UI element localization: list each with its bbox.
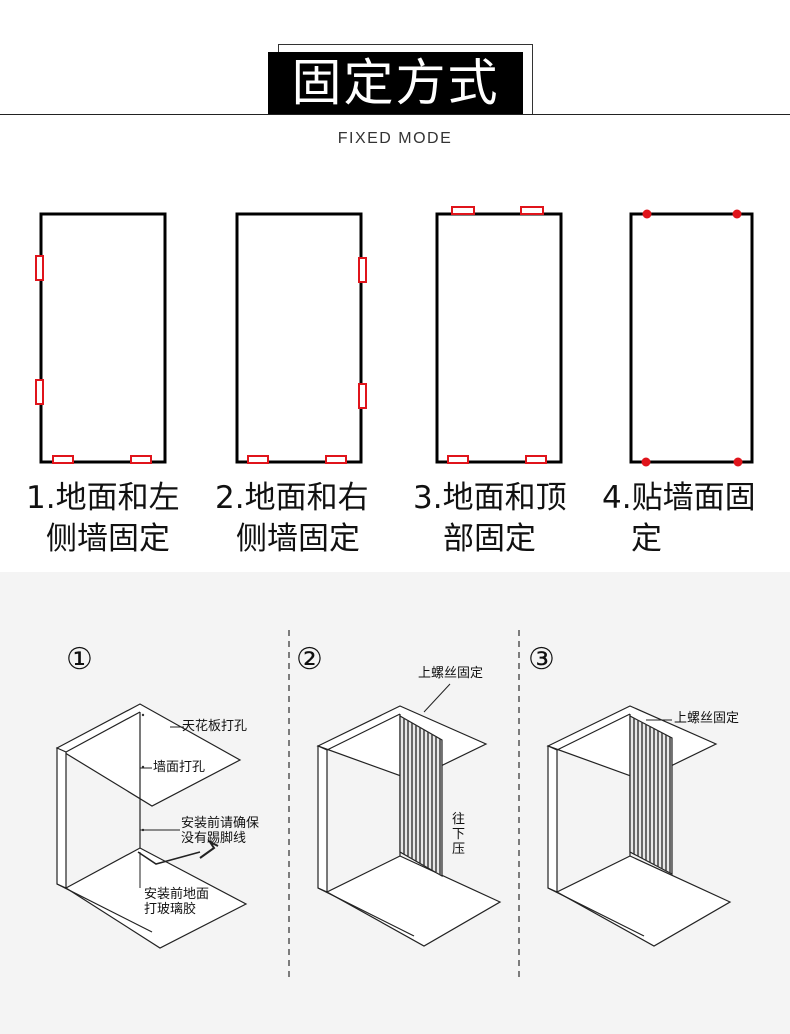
method-3-label-line1: 3.地面和顶 — [413, 480, 567, 516]
step-2-screen-panel — [399, 714, 443, 878]
floor-clip — [447, 455, 469, 464]
method-2-diagram — [235, 212, 367, 464]
top-screw-note: 上螺丝固定 — [418, 666, 484, 681]
left-wall-clip — [35, 379, 44, 405]
method-2-label-line1: 2.地面和右 — [215, 480, 369, 516]
screw-point — [642, 209, 652, 219]
page-subtitle: FIXED MODE — [337, 130, 453, 147]
right-wall-clip — [358, 257, 367, 283]
step-1-room — [55, 703, 248, 949]
leader-line — [423, 683, 451, 713]
floor-clip — [52, 455, 74, 464]
glue-gun-icon — [199, 839, 219, 859]
step-2-number: ② — [296, 642, 323, 677]
method-4-label-line2: 定 — [631, 521, 662, 557]
method-1-label-line2: 侧墙固定 — [46, 521, 170, 557]
left-wall-clip — [35, 255, 44, 281]
top-clip — [451, 206, 475, 215]
floor-clip — [130, 455, 152, 464]
ceiling-drill-note: 天花板打孔 — [182, 719, 248, 734]
step-3-screen-panel — [629, 715, 673, 875]
floor-glue-note: 安装前地面 打玻璃胶 — [144, 887, 210, 917]
method-1-label-line1: 1.地面和左 — [26, 480, 180, 516]
top-clip — [520, 206, 544, 215]
method-3-label-line2: 部固定 — [443, 521, 536, 557]
method-4-label-line1: 4.贴墙面固 — [602, 480, 756, 516]
skirting-note: 安装前请确保 没有踢脚线 — [181, 816, 260, 846]
installation-steps-diagram — [55, 630, 732, 980]
press-down-note: 往 下 压 — [452, 812, 466, 857]
method-3-diagram — [435, 206, 563, 464]
method-4-diagram — [629, 209, 754, 467]
step-1-number: ① — [66, 642, 93, 677]
screw-point — [641, 457, 651, 467]
floor-clip — [247, 455, 269, 464]
screw-point — [732, 209, 742, 219]
top-screw-note: 上螺丝固定 — [674, 711, 740, 726]
screw-point — [733, 457, 743, 467]
right-wall-clip — [358, 383, 367, 409]
page-title: 固定方式 — [268, 52, 523, 114]
title-divider — [0, 114, 790, 115]
glue-line — [137, 851, 201, 865]
method-2-label-line2: 侧墙固定 — [236, 521, 360, 557]
wall-drill-note: 墙面打孔 — [153, 760, 206, 775]
fixing-methods-diagram — [35, 206, 754, 467]
floor-clip — [325, 455, 347, 464]
method-1-diagram — [35, 212, 167, 464]
floor-clip — [525, 455, 547, 464]
step-3-number: ③ — [528, 642, 555, 677]
